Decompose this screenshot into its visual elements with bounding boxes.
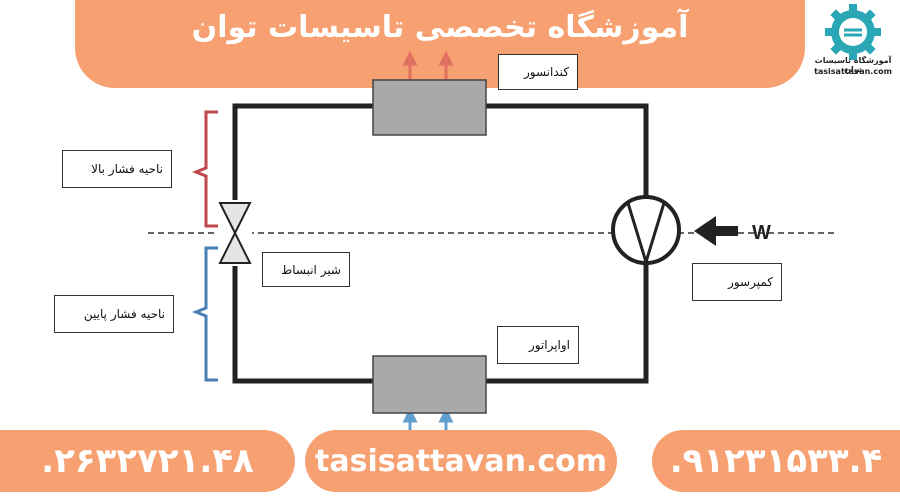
phone-right[interactable]: .۹۱۲۳۱۵۳۳.۴ bbox=[652, 430, 900, 492]
condenser-label: کندانسور bbox=[498, 54, 578, 90]
work-input-arrow-icon bbox=[694, 216, 738, 246]
work-label: W bbox=[752, 222, 771, 244]
header-banner bbox=[75, 0, 805, 88]
low-pressure-label: ناحیه فشار پایین bbox=[54, 295, 174, 333]
gear-logo-icon bbox=[825, 4, 881, 60]
expansion-valve-label: شیر انبساط bbox=[262, 252, 350, 287]
logo-url: tasisattavan.com bbox=[814, 67, 892, 76]
condenser-coil bbox=[372, 79, 487, 136]
compressor-label: کمپرسور bbox=[692, 263, 782, 301]
refrigeration-cycle-diagram bbox=[148, 50, 838, 430]
low-pressure-bracket bbox=[191, 246, 218, 382]
logo-name: آموزشگاه تاسیسات توان bbox=[814, 56, 892, 74]
evaporator-coil bbox=[372, 355, 487, 414]
refrigerant-pipe-loop bbox=[232, 103, 649, 384]
high-pressure-bracket bbox=[191, 110, 218, 228]
evaporator-label: اواپراتور bbox=[497, 326, 579, 364]
compressor-icon bbox=[611, 195, 681, 265]
high-pressure-label: ناحیه فشار بالا bbox=[62, 150, 172, 188]
expansion-valve-icon bbox=[218, 200, 252, 266]
phone-left[interactable]: .۲۶۳۲۷۲۱.۴۸ bbox=[0, 430, 295, 492]
page-title: آموزشگاه تخصصی تاسیسات توان bbox=[191, 10, 689, 45]
website-link[interactable]: tasisattavan.com bbox=[305, 430, 617, 492]
